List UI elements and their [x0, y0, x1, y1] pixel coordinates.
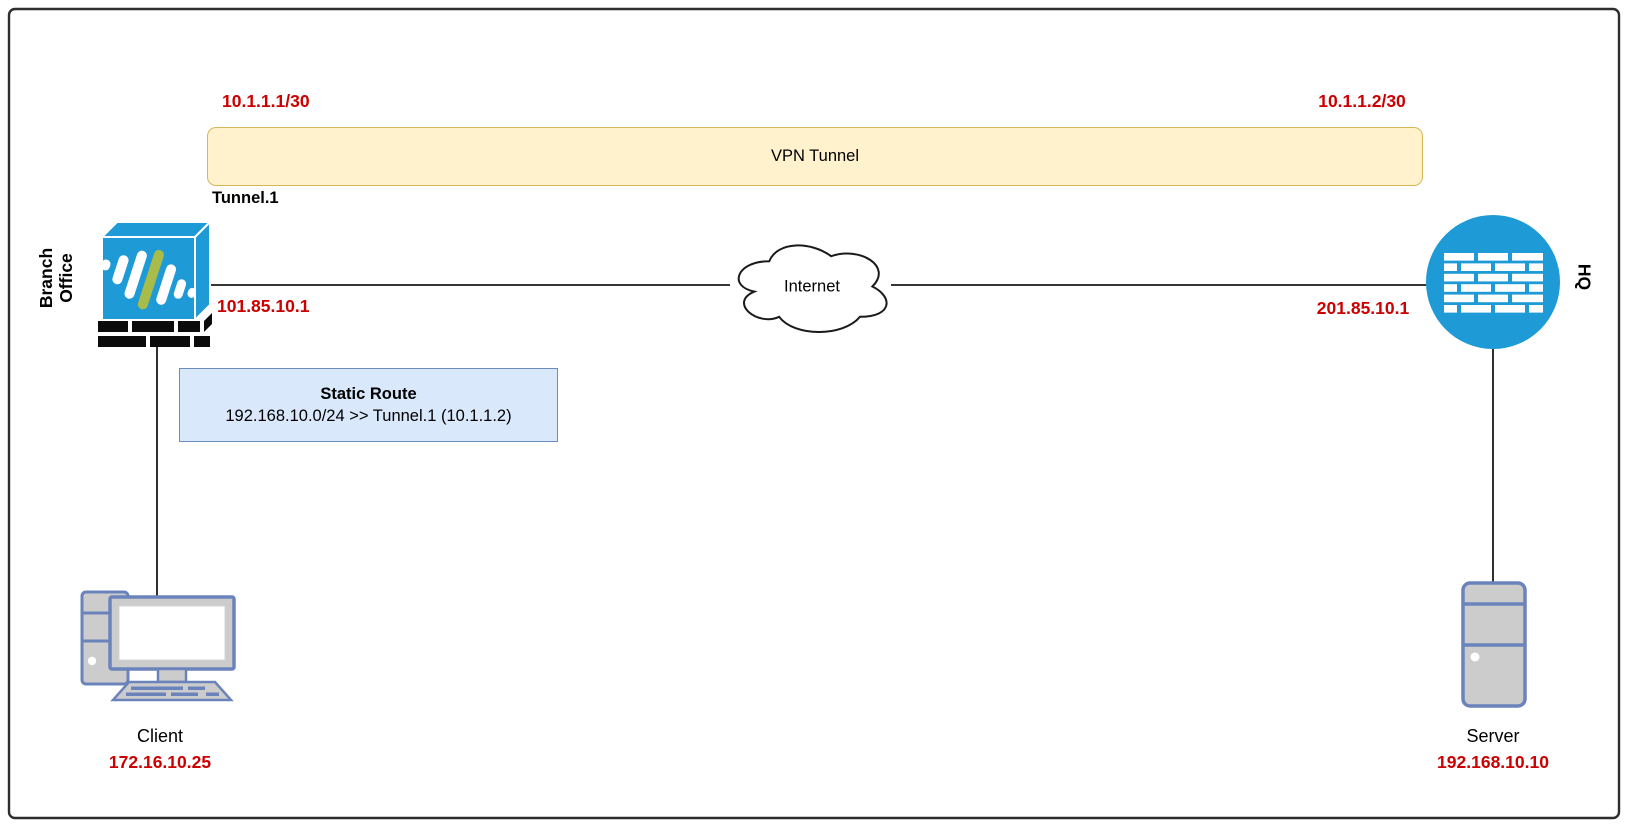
internet-cloud-icon: [737, 244, 888, 333]
tunnel-left-ip: 10.1.1.1/30: [222, 91, 310, 111]
internet-label: Internet: [784, 277, 840, 296]
hq-firewall-icon: [1426, 215, 1560, 349]
diagram-border: [7, 7, 1621, 820]
server-label: Server: [1466, 726, 1520, 746]
hq-label: HQ: [1574, 263, 1595, 291]
static-route-rule: 192.168.10.0/24 >> Tunnel.1 (10.1.1.2): [225, 407, 512, 425]
brick-base: [98, 313, 212, 347]
client-ip: 172.16.10.25: [108, 752, 212, 772]
server-ip: 192.168.10.10: [1437, 752, 1549, 772]
static-route-title: Static Route: [320, 384, 417, 403]
branch-firewall-icon: [98, 221, 212, 347]
client-label: Client: [136, 726, 184, 746]
static-route-box: Static Route 192.168.10.0/24 >> Tunnel.1…: [179, 368, 558, 442]
vpn-tunnel-label: VPN Tunnel: [770, 147, 860, 165]
white-brick-pattern: [1444, 253, 1543, 313]
paloalto-wave-logo: [100, 249, 197, 310]
branch-office-label: Branch Office: [35, 247, 76, 309]
tunnel-interface-label: Tunnel.1: [212, 189, 279, 207]
vpn-tunnel-box: VPN Tunnel: [207, 127, 1423, 186]
client-icon: [80, 590, 236, 702]
hq-public-ip: 201.85.10.1: [1316, 298, 1410, 318]
branch-public-ip: 101.85.10.1: [217, 296, 310, 316]
server-icon: [1461, 581, 1527, 708]
tunnel-right-ip: 10.1.1.2/30: [1318, 91, 1406, 111]
